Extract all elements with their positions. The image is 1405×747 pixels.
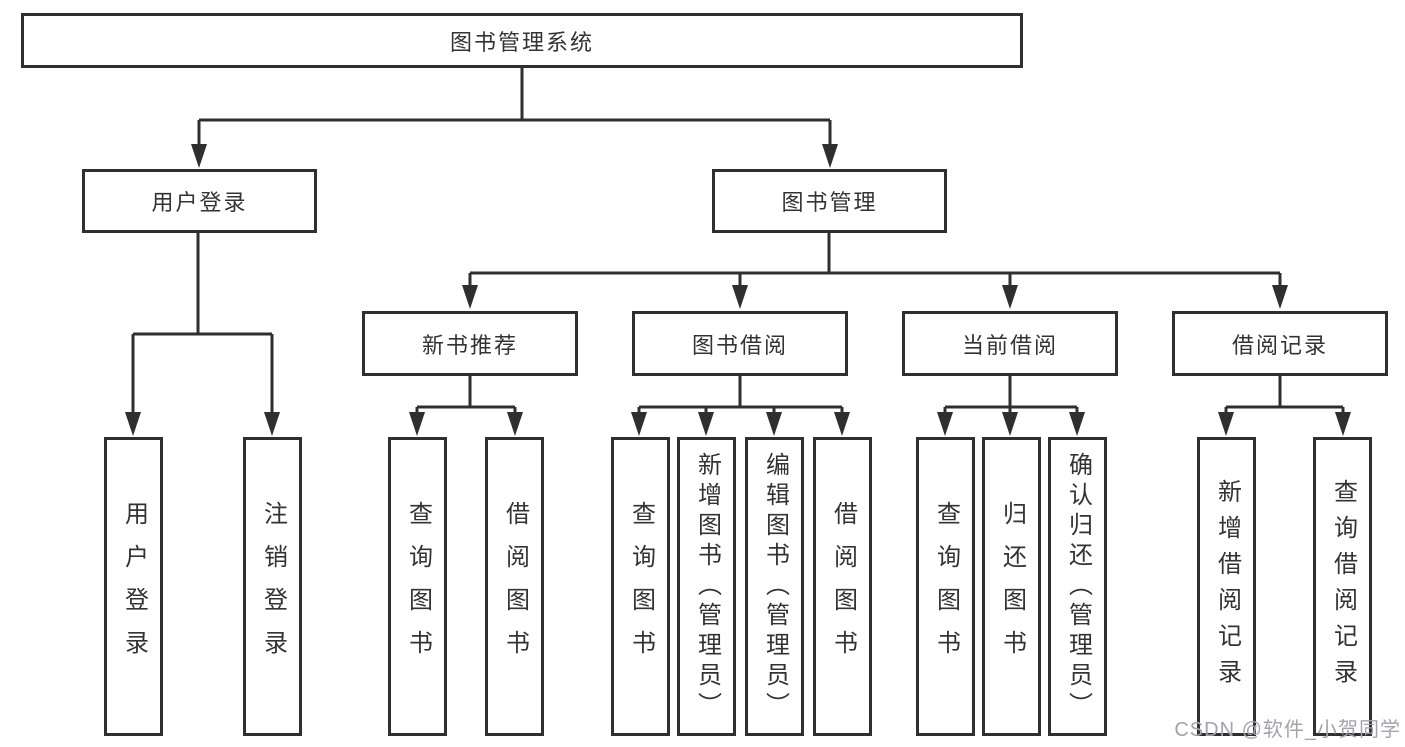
node-user-login: 用户登录: [82, 169, 317, 233]
arrow-down-icon: [937, 412, 953, 436]
leaf-label: 归还图书: [998, 500, 1026, 673]
arrow-down-icon: [507, 412, 523, 436]
leaf-add-borrow-record: 新增借阅记录: [1197, 437, 1256, 736]
node-book-management: 图书管理: [712, 169, 947, 233]
arrow-down-icon: [766, 412, 782, 436]
arrow-down-icon: [631, 412, 647, 436]
arrow-down-icon: [1069, 412, 1085, 436]
leaf-label: 查询图书: [404, 500, 432, 673]
leaf-label: 新增借阅记录: [1213, 478, 1241, 695]
arrowheads: [125, 144, 1351, 436]
leaf-label: 查询借阅记录: [1329, 478, 1357, 695]
csdn-watermark: CSDN @软件_小贺同学: [1174, 719, 1401, 741]
arrow-down-icon: [698, 412, 714, 436]
arrow-down-icon: [191, 144, 207, 168]
node-label: 图书借阅: [691, 332, 788, 358]
connector-bookborrow-to-leaves: [637, 376, 844, 413]
arrow-down-icon: [125, 412, 141, 436]
node-book-borrowing: 图书借阅: [632, 311, 848, 376]
node-label: 用户登录: [151, 190, 248, 215]
leaf-add-books-admin: 新增图书（管理员）: [677, 437, 736, 736]
leaf-label: 新增图书（管理员）: [693, 451, 721, 722]
leaf-borrow-books-recommend: 借阅图书: [485, 437, 544, 736]
node-new-book-recommendation: 新书推荐: [362, 311, 578, 376]
node-library-management-system: 图书管理系统: [21, 13, 1023, 68]
node-label: 新书推荐: [421, 332, 518, 358]
leaf-label: 借阅图书: [501, 500, 529, 673]
node-label: 图书管理系统: [449, 29, 594, 55]
arrow-down-icon: [264, 412, 280, 436]
leaf-query-books-recommend: 查询图书: [388, 437, 447, 736]
connector-newbook-to-leaves: [415, 376, 517, 413]
leaf-confirm-return-admin: 确认归还（管理员）: [1048, 437, 1107, 736]
leaf-query-borrow-record: 查询借阅记录: [1313, 437, 1372, 736]
node-label: 当前借阅: [961, 332, 1058, 358]
leaf-logout-login: 注销登录: [243, 437, 302, 736]
leaf-label: 注销登录: [259, 500, 287, 673]
node-label: 图书管理: [781, 190, 878, 215]
connector-lines: [131, 68, 1345, 413]
leaf-query-books-borrowing: 查询图书: [611, 437, 670, 736]
arrow-down-icon: [462, 285, 478, 309]
leaf-edit-books-admin: 编辑图书（管理员）: [745, 437, 804, 736]
arrow-down-icon: [1272, 285, 1288, 309]
leaf-return-books: 归还图书: [982, 437, 1041, 736]
arrow-down-icon: [409, 412, 425, 436]
connector-userlogin-to-leaves: [131, 233, 274, 413]
leaf-label: 查询图书: [932, 500, 960, 673]
leaf-label: 借阅图书: [829, 500, 857, 673]
arrow-down-icon: [834, 412, 850, 436]
node-current-borrowing: 当前借阅: [902, 311, 1118, 376]
arrow-down-icon: [1218, 412, 1234, 436]
leaf-label: 查询图书: [627, 500, 655, 673]
node-label: 借阅记录: [1231, 332, 1328, 358]
connector-bookmgmt-to-level3: [468, 233, 1282, 287]
connector-records-to-leaves: [1224, 376, 1345, 413]
arrow-down-icon: [1002, 412, 1018, 436]
leaf-borrow-books-borrowing: 借阅图书: [813, 437, 872, 736]
leaf-user-login: 用户登录: [104, 437, 163, 736]
leaf-label: 用户登录: [120, 500, 148, 673]
arrow-down-icon: [732, 285, 748, 309]
connector-currentborrow-to-leaves: [943, 376, 1079, 413]
leaf-label: 编辑图书（管理员）: [761, 451, 789, 722]
node-borrowing-records: 借阅记录: [1172, 311, 1388, 376]
arrow-down-icon: [1002, 285, 1018, 309]
leaf-label: 确认归还（管理员）: [1064, 451, 1092, 722]
connector-root-to-level2: [197, 68, 832, 146]
arrow-down-icon: [822, 144, 838, 168]
arrow-down-icon: [1335, 412, 1351, 436]
leaf-query-books-current: 查询图书: [916, 437, 975, 736]
